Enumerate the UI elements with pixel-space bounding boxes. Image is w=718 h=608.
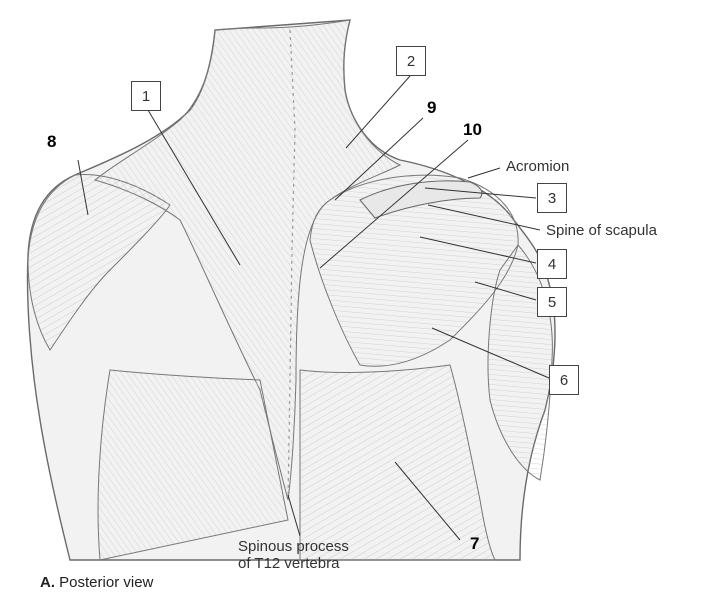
label-box-6: 6 (549, 365, 579, 395)
label-box-5: 5 (537, 287, 567, 317)
caption-prefix: A. (40, 574, 55, 591)
figure-caption: A. Posterior view (40, 574, 153, 591)
label-acromion: Acromion (506, 158, 570, 175)
label-number-9: 9 (427, 98, 437, 117)
label-spine-of-scapula: Spine of scapula (546, 222, 657, 239)
caption-text: Posterior view (59, 574, 154, 591)
scapular-muscles (309, 174, 519, 367)
label-box-2: 2 (396, 46, 426, 76)
latissimus-dorsi-left (97, 369, 289, 561)
label-box-3: 3 (537, 183, 567, 213)
trapezius (93, 19, 402, 501)
label-number-8: 8 (47, 132, 57, 151)
label-box-4: 4 (537, 249, 567, 279)
label-spinous-process-line1: Spinous process (238, 538, 349, 555)
label-spinous-process-line2: of T12 vertebra (238, 555, 340, 572)
label-number-10: 10 (463, 120, 482, 139)
leader-lines (77, 75, 550, 541)
latissimus-dorsi (299, 364, 496, 561)
label-box-1: 1 (131, 81, 161, 111)
label-number-7: 7 (470, 534, 480, 553)
